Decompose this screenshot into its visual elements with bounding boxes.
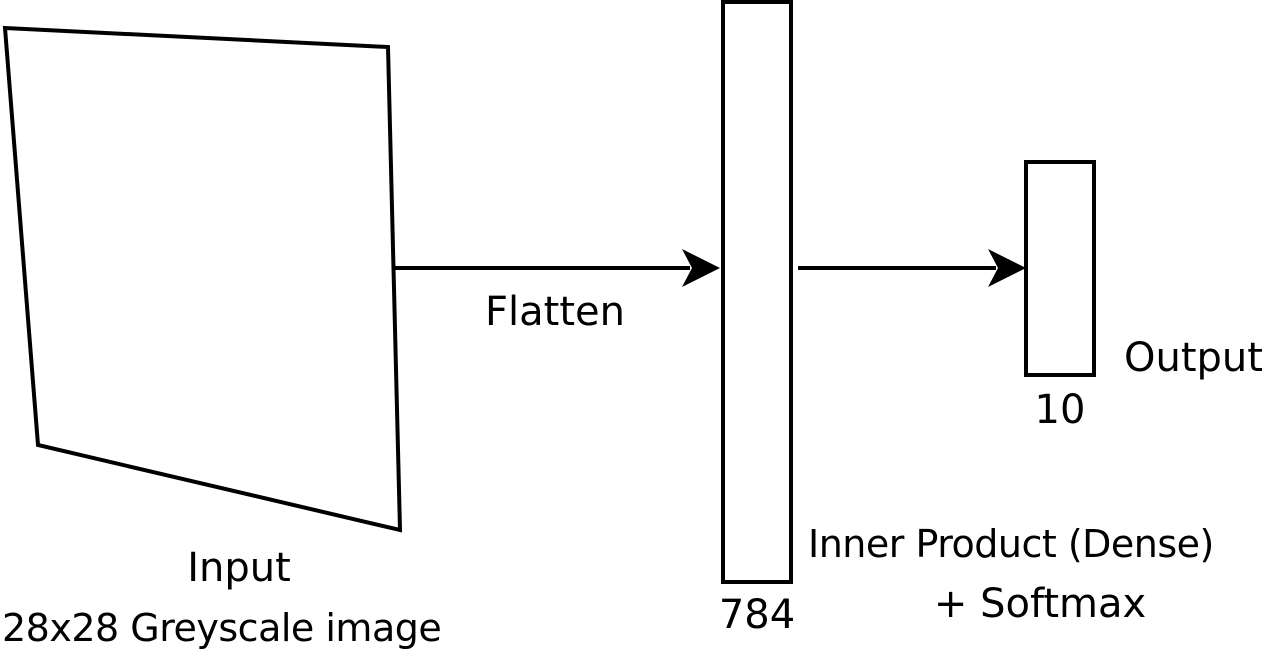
output-label: Output: [1124, 335, 1263, 381]
input-subtitle-label: 28x28 Greyscale image: [2, 606, 442, 650]
dense-description-line1: Inner Product (Dense): [808, 522, 1214, 566]
flatten-label: Flatten: [485, 289, 625, 335]
input-title-label: Input: [187, 545, 291, 591]
output-arrow-head: [988, 249, 1026, 287]
dense-size-label: 784: [718, 592, 796, 638]
input-image-plane: [2, 25, 403, 533]
dense-description-line2: + Softmax: [933, 581, 1147, 627]
dense-layer-box: [721, 0, 793, 584]
output-size-label: 10: [1034, 387, 1086, 433]
output-layer-box: [1024, 160, 1096, 377]
flatten-arrow-head: [682, 249, 720, 287]
